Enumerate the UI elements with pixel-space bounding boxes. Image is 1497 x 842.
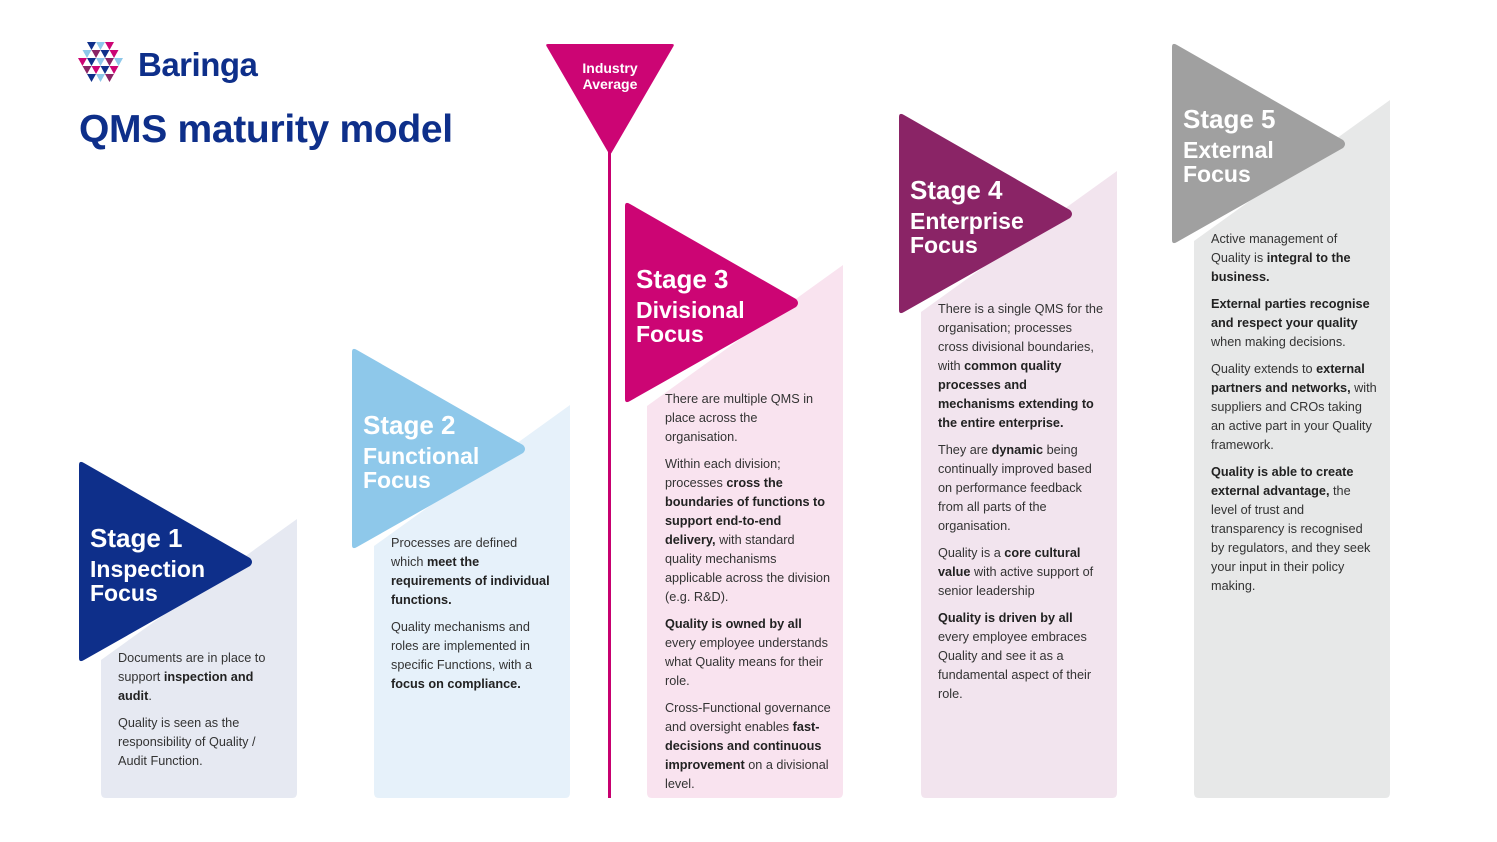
text-run: They are [938, 443, 992, 457]
text-run: Within each division; processes [665, 457, 781, 490]
stage-2-number: Stage 2 [363, 410, 456, 440]
text-run: Quality is owned by all [665, 617, 802, 631]
text-run: meet the requirements of individual func… [391, 555, 550, 607]
stage-4-paragraph-3: Quality is a core cultural value with ac… [938, 544, 1104, 601]
marker-label-line1: Industry [582, 60, 638, 76]
stage-2-arrow [352, 348, 525, 549]
stage-2-paragraph-2: Quality mechanisms and roles are impleme… [391, 618, 551, 694]
stage-1-description: Documents are in place to support inspec… [118, 649, 276, 779]
stage-1-panel [101, 519, 297, 798]
stage-2-paragraph-1: Processes are defined which meet the req… [391, 534, 551, 610]
stage-4-paragraph-1: There is a single QMS for the organisati… [938, 300, 1104, 433]
stage-5-panel [1194, 100, 1390, 798]
page-title: QMS maturity model [79, 108, 453, 151]
text-run: There are multiple QMS in place across t… [665, 392, 814, 444]
stage-5-name-line2: Focus [1183, 160, 1251, 187]
stage-2-panel [374, 405, 570, 798]
stage-4-paragraph-2: They are dynamic being continually impro… [938, 441, 1104, 536]
stage-4-number: Stage 4 [910, 175, 1003, 205]
stage-4-description: There is a single QMS for the organisati… [938, 300, 1104, 712]
stage-4-panel [921, 171, 1117, 798]
stage-3-paragraph-3: Quality is owned by all every employee u… [665, 615, 831, 691]
text-run: Quality is driven by all [938, 611, 1073, 625]
text-run: every employee embraces Quality and see … [938, 630, 1092, 701]
stage-5-number: Stage 5 [1183, 104, 1276, 134]
stage-4-title: Stage 4 Enterprise Focus [910, 176, 1024, 257]
stage-1-number: Stage 1 [90, 523, 183, 553]
text-run: External parties recognise and respect y… [1211, 297, 1370, 330]
stage-3-description: There are multiple QMS in place across t… [665, 390, 831, 802]
text-run: integral to the business. [1211, 251, 1351, 284]
baringa-logo-mark-icon [78, 42, 123, 82]
text-run: Quality is able to create external advan… [1211, 465, 1354, 498]
stage-5-paragraph-1: Active management of Quality is integral… [1211, 230, 1377, 287]
stage-5-title: Stage 5 External Focus [1183, 105, 1276, 186]
text-run: fast-decisions and continuous improvemen… [665, 720, 822, 772]
stage-5-paragraph-4: Quality is able to create external advan… [1211, 463, 1377, 596]
stage-1-name-line1: Inspection [90, 555, 206, 582]
stage-1-paragraph-2: Quality is seen as the responsibility of… [118, 714, 276, 771]
text-run: being continually improved based on perf… [938, 443, 1092, 533]
stage-4-name-line2: Focus [910, 231, 978, 258]
industry-average-label: Industry Average [546, 60, 674, 92]
text-run: when making decisions. [1211, 335, 1346, 349]
industry-average-marker [546, 44, 674, 154]
text-run: external partners and networks, [1211, 362, 1365, 395]
text-run: with suppliers and CROs taking an active… [1211, 381, 1377, 452]
stage-4-paragraph-4: Quality is driven by all every employee … [938, 609, 1104, 704]
stage-1-arrow [79, 461, 252, 662]
text-run: core cultural value [938, 546, 1081, 579]
text-run: Documents are in place to support [118, 651, 266, 684]
text-run: focus on compliance. [391, 677, 521, 691]
stage-1-name-line2: Focus [90, 579, 158, 606]
brand-name: Baringa [138, 46, 258, 83]
text-run: Active management of Quality is [1211, 232, 1338, 265]
text-run: . [148, 689, 152, 703]
stage-3-name-line2: Focus [636, 320, 704, 347]
stage-1-paragraph-1: Documents are in place to support inspec… [118, 649, 276, 706]
text-run: common quality processes and mechanisms … [938, 359, 1094, 430]
stage-3-paragraph-1: There are multiple QMS in place across t… [665, 390, 831, 447]
text-run: with standard quality mechanisms applica… [665, 533, 831, 604]
text-run: every employee understands what Quality … [665, 636, 828, 688]
stage-5-paragraph-3: Quality extends to external partners and… [1211, 360, 1377, 455]
stage-3-paragraph-4: Cross-Functional governance and oversigh… [665, 699, 831, 794]
industry-average-line [608, 150, 611, 798]
stage-3-name-line1: Divisional [636, 296, 745, 323]
baringa-logo: Baringa [78, 42, 258, 88]
stage-4-arrow [899, 113, 1072, 314]
stage-2-description: Processes are defined which meet the req… [391, 534, 551, 702]
text-run: inspection and audit [118, 670, 254, 703]
stage-2-name-line2: Focus [363, 466, 431, 493]
stage-3-title: Stage 3 Divisional Focus [636, 265, 745, 346]
stage-5-name-line1: External [1183, 136, 1274, 163]
text-run: on a divisional level. [665, 758, 829, 791]
text-run: the level of trust and transparency is r… [1211, 484, 1371, 593]
stage-5-description: Active management of Quality is integral… [1211, 230, 1377, 604]
text-run: with active support of senior leadership [938, 565, 1094, 598]
text-run: Quality is a [938, 546, 1005, 560]
stage-3-number: Stage 3 [636, 264, 729, 294]
text-run: Processes are defined which [391, 536, 518, 569]
text-run: There is a single QMS for the organisati… [938, 302, 1104, 373]
text-run: dynamic [991, 443, 1044, 457]
stage-4-name-line1: Enterprise [910, 207, 1024, 234]
stage-2-name-line1: Functional [363, 442, 480, 469]
stage-5-paragraph-2: External parties recognise and respect y… [1211, 295, 1377, 352]
stage-1-title: Stage 1 Inspection Focus [90, 524, 205, 605]
stage-3-paragraph-2: Within each division; processes cross th… [665, 455, 831, 607]
stage-5-arrow [1172, 43, 1345, 244]
stage-3-panel [647, 265, 843, 798]
stage-3-arrow [625, 202, 798, 403]
text-run: Cross-Functional governance and oversigh… [665, 701, 831, 734]
stage-2-title: Stage 2 Functional Focus [363, 411, 479, 492]
text-run: Quality mechanisms and roles are impleme… [391, 620, 533, 672]
marker-label-line2: Average [582, 76, 638, 92]
text-run: Quality extends to [1211, 362, 1317, 376]
text-run: Quality is seen as the responsibility of… [118, 716, 256, 768]
text-run: cross the boundaries of functions to sup… [665, 476, 825, 547]
